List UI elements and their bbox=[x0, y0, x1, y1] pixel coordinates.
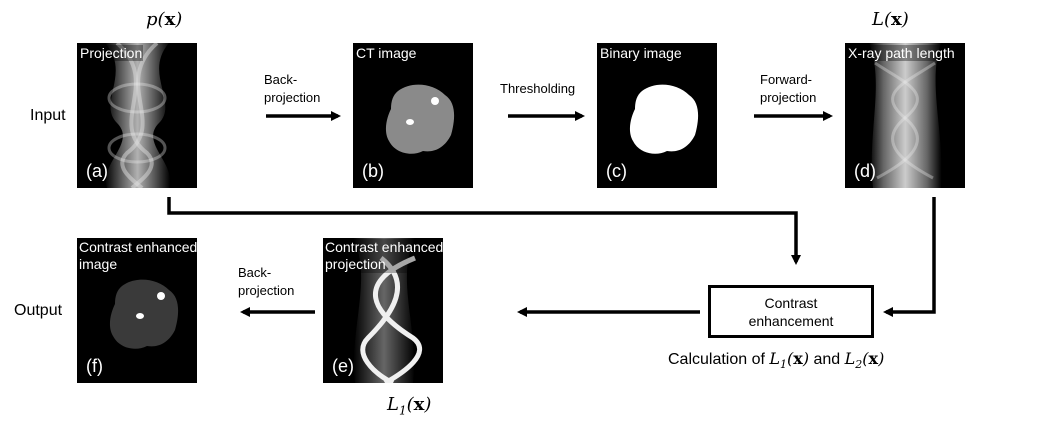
panel-contrast-enhanced-projection: Contrast enhanced projection (e) bbox=[323, 238, 443, 383]
panel-title-line1: Contrast enhanced bbox=[79, 239, 197, 255]
calc-prefix: Calculation of bbox=[668, 351, 770, 368]
label-line: Thresholding bbox=[500, 81, 576, 96]
label-line: Back- bbox=[238, 265, 272, 280]
enhanced-projection-art bbox=[323, 238, 443, 383]
panel-title: Projection bbox=[79, 45, 144, 61]
label-line: Forward- bbox=[760, 72, 813, 87]
path-length-art bbox=[845, 43, 965, 188]
calculation-caption: Calculation of L1(x) and L2(x) bbox=[668, 349, 885, 372]
calc-and: and bbox=[809, 351, 845, 368]
panel-title: Contrast enhanced projection bbox=[325, 239, 443, 273]
thresholding-label: Thresholding bbox=[500, 80, 575, 98]
ct-image-art bbox=[353, 43, 473, 188]
label-line: projection bbox=[264, 90, 321, 105]
panel-ct-image: CT image (b) bbox=[353, 43, 473, 188]
label-line: projection bbox=[760, 90, 817, 105]
panel-letter: (a) bbox=[86, 161, 108, 181]
box-line2: enhancement bbox=[748, 312, 834, 329]
panel-title: Binary image bbox=[599, 45, 683, 61]
binary-image-art bbox=[597, 43, 717, 188]
panel-title-line2: projection bbox=[325, 256, 386, 272]
label-line: Back- bbox=[264, 72, 298, 87]
arrow-a-to-box bbox=[167, 197, 801, 265]
calc-L2: L bbox=[844, 349, 856, 368]
panel-title: Contrast enhanced image bbox=[79, 239, 197, 273]
panel-letter: (d) bbox=[854, 161, 876, 181]
projection-sinogram-art bbox=[77, 43, 197, 188]
arrow-d-to-box bbox=[883, 197, 936, 317]
L-of-x-label: L(x) bbox=[872, 9, 909, 30]
box-line1: Contrast bbox=[764, 294, 818, 311]
panel-xray-path-length: X-ray path length (d) bbox=[845, 43, 965, 188]
panel-letter: (f) bbox=[86, 356, 103, 376]
backprojection-label-top: Back- projection bbox=[264, 71, 320, 107]
calc-sub2: 2 bbox=[855, 358, 863, 372]
enhanced-image-art bbox=[77, 238, 197, 383]
calc-sub1: 1 bbox=[780, 358, 788, 372]
input-label: Input bbox=[30, 107, 66, 124]
calc-arg2: x bbox=[868, 349, 879, 368]
p-of-x-label: p(x) bbox=[146, 9, 183, 30]
panel-title: X-ray path length bbox=[847, 45, 956, 61]
output-label: Output bbox=[14, 302, 63, 319]
calc-arg1: x bbox=[793, 349, 803, 368]
backprojection-label-bottom: Back- projection bbox=[238, 264, 294, 300]
panel-projection: Projection (a) bbox=[77, 43, 197, 188]
contrast-enhancement-box: Contrast enhancement bbox=[708, 285, 874, 338]
panel-letter: (e) bbox=[332, 356, 354, 376]
panel-contrast-enhanced-image: Contrast enhanced image (f) bbox=[77, 238, 197, 383]
panel-letter: (c) bbox=[606, 161, 627, 181]
forward-projection-label: Forward- projection bbox=[760, 71, 816, 107]
panel-title-line2: image bbox=[79, 256, 118, 272]
panel-letter: (b) bbox=[362, 161, 384, 181]
panel-title-line1: Contrast enhanced bbox=[325, 239, 443, 255]
panel-binary-image: Binary image (c) bbox=[597, 43, 717, 188]
L1-of-x-label: L1(x) bbox=[387, 394, 432, 418]
calc-L1: L bbox=[769, 349, 781, 368]
label-line: projection bbox=[238, 283, 295, 298]
panel-title: CT image bbox=[355, 45, 418, 61]
